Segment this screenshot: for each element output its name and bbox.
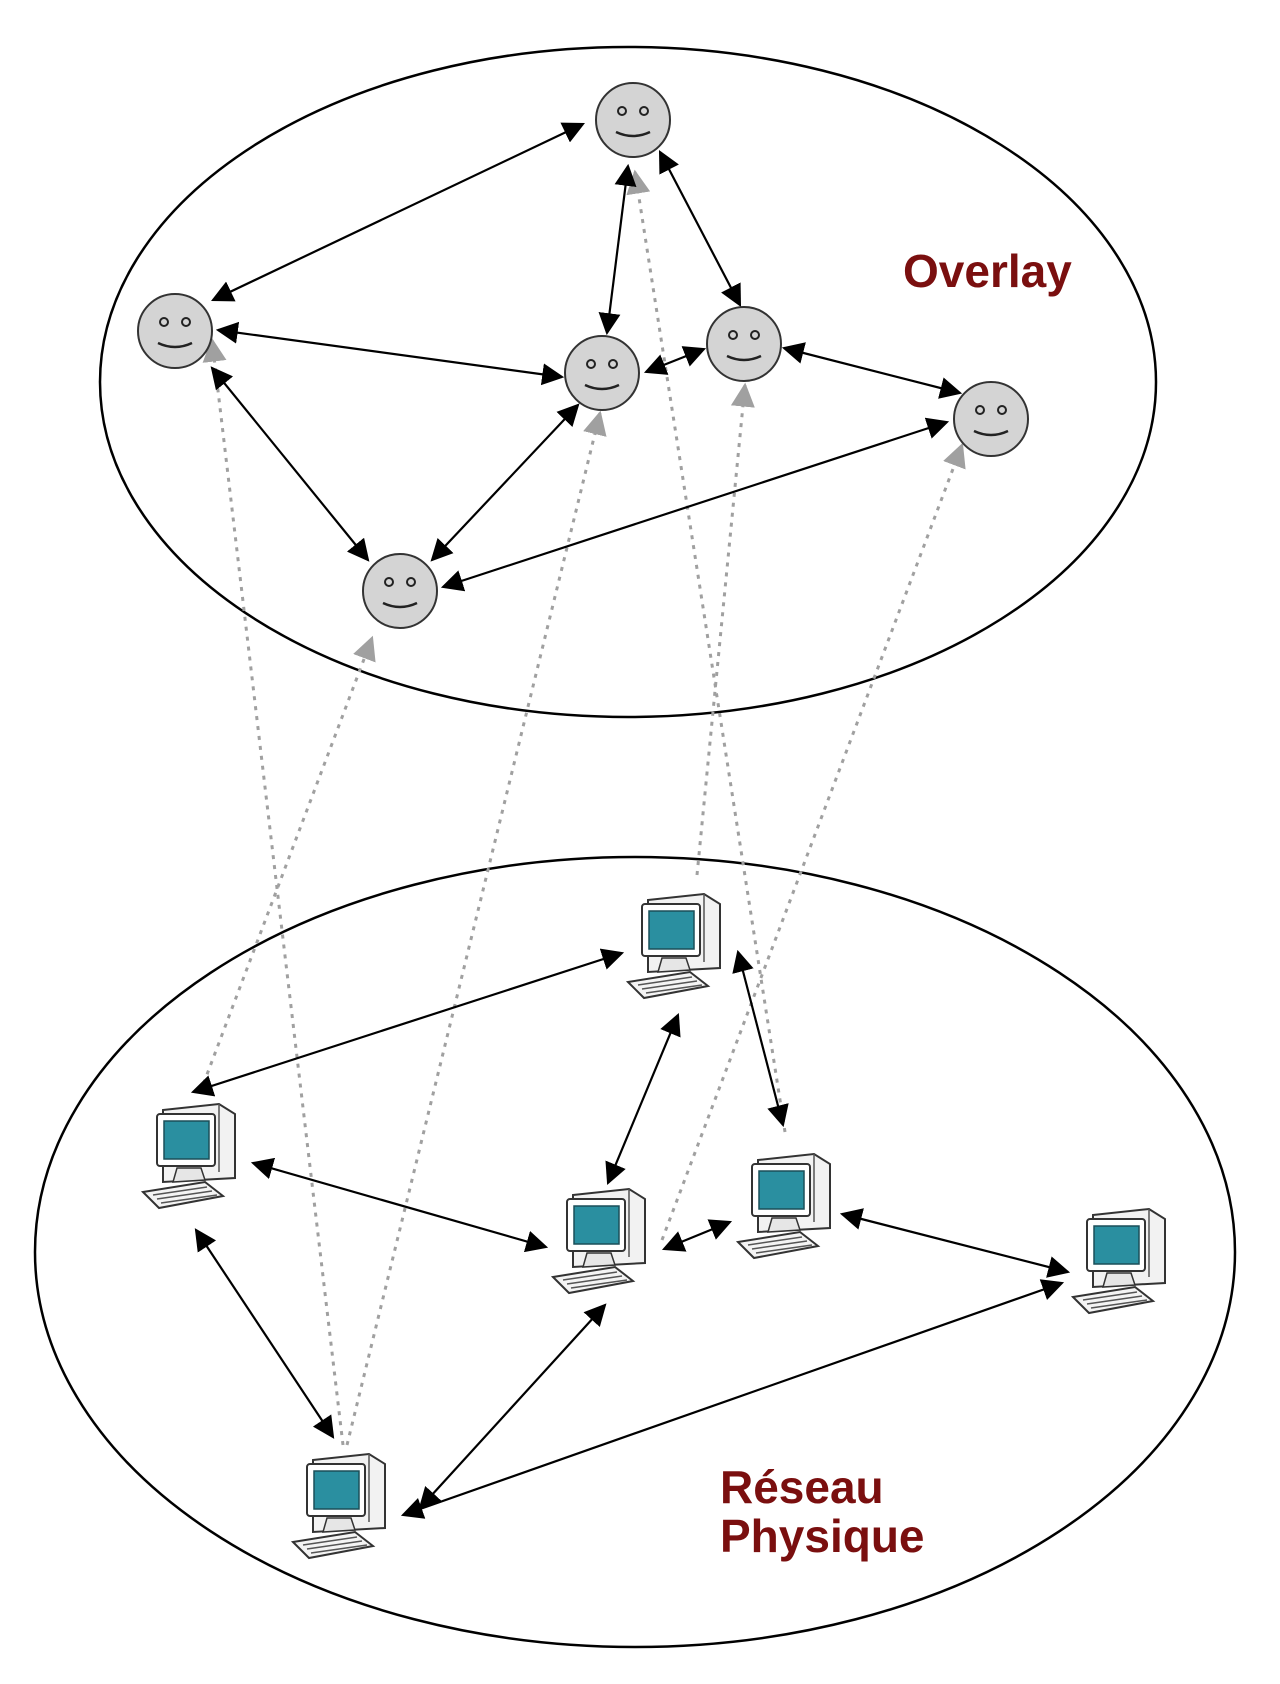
overlay-link	[598, 163, 637, 336]
peer-top	[594, 81, 672, 159]
mapping-link	[695, 382, 755, 876]
pc-top	[627, 893, 721, 999]
peer-center-right	[705, 305, 783, 383]
pc-right	[1072, 1208, 1166, 1314]
physical-link	[661, 1219, 733, 1252]
overlay-link	[440, 417, 950, 592]
overlay-link	[211, 122, 585, 302]
physical-links	[190, 948, 1071, 1519]
overlay-link	[215, 321, 565, 386]
pc-left	[142, 1103, 236, 1209]
mapping-link	[198, 635, 376, 1094]
physical-network-label-line2: Physique	[720, 1510, 925, 1562]
mapping-link	[660, 442, 966, 1241]
overlay-link	[781, 342, 963, 399]
physical-link	[732, 949, 789, 1128]
pc-center-right	[737, 1153, 831, 1259]
mapping-link	[345, 410, 607, 1446]
overlay-link	[430, 403, 580, 562]
physical-link	[190, 948, 625, 1097]
peer-left	[136, 292, 214, 370]
physical-network-label-line1: Réseau	[720, 1461, 884, 1513]
peer-right	[952, 380, 1030, 458]
physical-link	[605, 1012, 681, 1186]
physical-network-ellipse	[33, 855, 1237, 1649]
physical-link	[250, 1157, 549, 1253]
peer-center	[563, 334, 641, 412]
overlay-link	[643, 346, 707, 375]
overlay-link	[210, 366, 370, 562]
physical-link	[194, 1228, 335, 1439]
pc-center	[552, 1188, 646, 1294]
physical-link	[400, 1279, 1065, 1519]
overlay-label: Overlay	[903, 245, 1072, 297]
pc-bottom	[292, 1453, 386, 1559]
physical-link	[839, 1208, 1071, 1278]
overlay-links	[210, 122, 963, 592]
overlay-ellipse	[98, 45, 1158, 719]
overlay-link	[658, 150, 742, 307]
peer-bottom	[361, 552, 439, 630]
